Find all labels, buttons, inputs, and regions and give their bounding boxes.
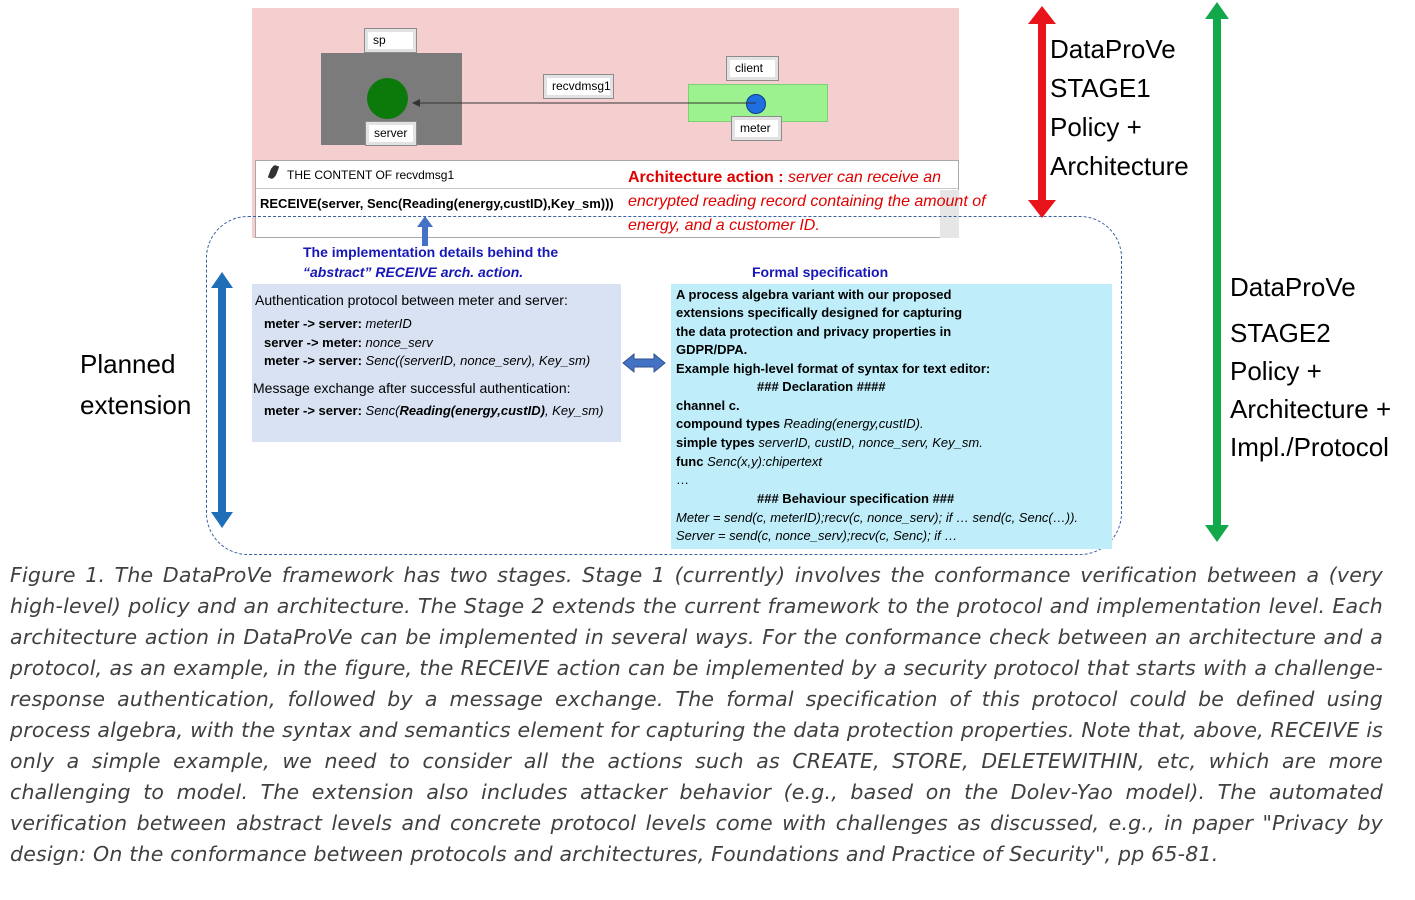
figure-caption: Figure 1. The DataProVe framework has tw… [10, 563, 1383, 866]
auth-line-3-bold: meter -> server: [264, 353, 362, 368]
double-arrow-icon [622, 352, 666, 374]
meter-spec: Meter = send(c, meterID);recv(c, nonce_s… [676, 510, 1079, 525]
auth-line-2-bold: server -> meter: [264, 335, 362, 350]
implementation-heading: The implementation details behind the “a… [303, 242, 558, 282]
formal-intro-3: the data protection and privacy properti… [676, 324, 952, 339]
formal-spec-title: Formal specification [752, 264, 889, 280]
implementation-heading-line2: “abstract” RECEIVE arch. action. [303, 264, 524, 280]
stage1-arrow [1028, 6, 1056, 218]
architecture-action-text: server can receive an encrypted reading … [628, 169, 986, 234]
compound-types-decl: compound types Reading(energy,custID). [676, 416, 924, 431]
msg-line-italic-post: , Key_sm) [544, 403, 604, 418]
planned-extension-label: Planned extension [80, 344, 191, 426]
client-label: client [726, 56, 779, 81]
meter-label: meter [731, 116, 782, 141]
stage1-line3: Policy + [1050, 112, 1142, 142]
server-node-circle[interactable] [367, 78, 408, 119]
channel-label: recvdmsg1 [543, 74, 614, 99]
stage2-arrow [1205, 2, 1229, 542]
stage2-line1: DataProVe [1230, 272, 1356, 302]
compound-types-label: compound types [676, 416, 781, 431]
content-window-divider [256, 188, 958, 189]
message-exchange-title: Message exchange after successful authen… [253, 380, 571, 396]
func-label: func [676, 454, 704, 469]
auth-line-3-italic: Senc((serverID, nonce_serv), Key_sm) [361, 353, 591, 368]
stage2-line3: Policy + [1230, 356, 1322, 386]
declaration-heading: ### Declaration #### [757, 379, 886, 394]
behaviour-heading: ### Behaviour specification ### [757, 491, 955, 506]
auth-line-3: meter -> server: Senc((serverID, nonce_s… [264, 353, 590, 368]
content-window-title: THE CONTENT OF recvdmsg1 [287, 168, 455, 182]
stage1-line1: DataProVe [1050, 34, 1176, 64]
implementation-heading-line1: The implementation details behind the [303, 244, 559, 260]
scrollbar-area [940, 190, 959, 238]
architecture-action-note: Architecture action : server can receive… [628, 166, 988, 238]
msg-line-bold: meter -> server: [264, 403, 362, 418]
simple-types-decl: simple types serverID, custID, nonce_ser… [676, 435, 983, 450]
server-label: server [365, 121, 417, 146]
auth-line-2: server -> meter: nonce_serv [264, 335, 433, 350]
planned-extension-line1: Planned [80, 349, 176, 379]
msg-line-italic-pre: Senc( [361, 403, 400, 418]
auth-line-1-bold: meter -> server: [264, 316, 362, 331]
stage2-label: DataProVe STAGE2 Policy + Architecture +… [1230, 268, 1391, 466]
content-window [255, 160, 959, 238]
formal-intro-4: GDPR/DPA. [676, 342, 748, 357]
channel-arrow [412, 99, 756, 107]
func-decl: func Senc(x,y):chipertext [676, 454, 822, 469]
planned-extension-arrow [211, 272, 233, 528]
message-exchange-line: meter -> server: Senc(Reading(energy,cus… [264, 403, 603, 418]
simple-types-label: simple types [676, 435, 755, 450]
compound-types-value: Reading(energy,custID). [780, 416, 924, 431]
formal-spec-box: A process algebra variant with our propo… [671, 284, 1112, 549]
auth-line-1-italic: meterID [361, 316, 412, 331]
formal-intro-5: Example high-level format of syntax for … [676, 361, 991, 376]
planned-extension-line2: extension [80, 390, 192, 420]
server-spec: Server = send(c, nonce_serv);recv(c, Sen… [676, 528, 958, 543]
content-window-code[interactable]: RECEIVE(server, Senc(Reading(energy,cust… [260, 196, 614, 211]
auth-line-2-italic: nonce_serv [361, 335, 433, 350]
stage1-line2: STAGE1 [1050, 73, 1151, 103]
stage1-line4: Architecture [1050, 151, 1189, 181]
auth-title: Authentication protocol between meter an… [255, 292, 568, 308]
stage2-line2: STAGE2 [1230, 318, 1331, 348]
sp-label: sp [364, 28, 417, 53]
authentication-box: Authentication protocol between meter an… [252, 284, 621, 442]
planned-extension-region [206, 216, 1122, 555]
func-value: Senc(x,y):chipertext [703, 454, 822, 469]
stage2-line5: Impl./Protocol [1230, 432, 1389, 462]
formal-ellipsis: … [676, 472, 689, 487]
client-node-circle[interactable] [746, 94, 766, 114]
simple-types-value: serverID, custID, nonce_serv, Key_sm. [754, 435, 983, 450]
auth-line-1: meter -> server: meterID [264, 316, 412, 331]
stage1-label: DataProVe STAGE1 Policy + Architecture [1050, 30, 1189, 186]
formal-intro-2: extensions specifically designed for cap… [676, 305, 963, 320]
msg-line-bold-italic: Reading(energy,custID) [399, 403, 545, 418]
up-arrow-icon [417, 216, 433, 246]
formal-intro-1: A process algebra variant with our propo… [676, 287, 952, 302]
architecture-action-label: Architecture action : [628, 169, 784, 186]
channel-decl: channel c. [676, 398, 740, 413]
stage2-line4: Architecture + [1230, 394, 1392, 424]
